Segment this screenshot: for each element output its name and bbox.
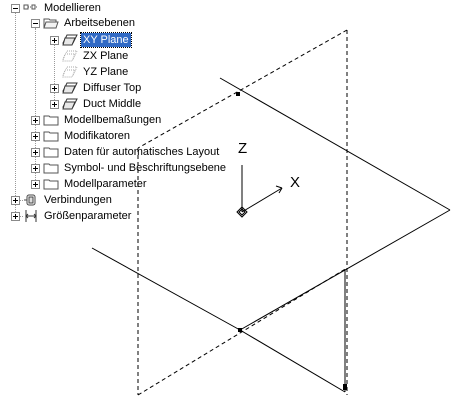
tree-node-xy-plane[interactable]: XY Plane xyxy=(50,32,132,48)
expand-toggle[interactable] xyxy=(50,99,59,109)
tree-node-label: Modifikatoren xyxy=(64,130,131,142)
folder-icon xyxy=(43,163,59,174)
plane-icon xyxy=(62,50,78,62)
size-parameters-icon xyxy=(25,210,37,222)
plane-icon xyxy=(62,82,78,94)
model-tree[interactable]: Modellieren Arbeitsebenen XY Plane ZX Pl… xyxy=(0,0,300,230)
tree-node-modellieren[interactable]: Modellieren xyxy=(11,0,103,16)
expand-toggle[interactable] xyxy=(31,131,40,141)
model-tree-icon xyxy=(23,4,38,10)
ucs-icon xyxy=(236,165,283,218)
expand-toggle[interactable] xyxy=(31,163,40,173)
tree-node-label: YZ Plane xyxy=(83,66,129,78)
expand-toggle[interactable] xyxy=(31,179,40,189)
tree-node-verbindungen[interactable]: Verbindungen xyxy=(11,192,114,208)
expand-toggle[interactable] xyxy=(11,195,20,205)
plane-markers xyxy=(236,92,347,390)
tree-node-symbolebene[interactable]: Symbol- und Beschriftungsebene xyxy=(31,160,228,176)
folder-icon xyxy=(43,115,59,126)
tree-node-label: Arbeitsebenen xyxy=(64,17,135,29)
expand-toggle[interactable] xyxy=(11,211,20,221)
tree-connector xyxy=(15,12,16,218)
tree-node-label: Diffuser Top xyxy=(83,82,142,94)
open-folder-icon xyxy=(43,18,59,29)
tree-node-layout-daten[interactable]: Daten für automatisches Layout xyxy=(31,144,221,160)
tree-node-label: ZX Plane xyxy=(83,50,129,62)
folder-icon xyxy=(43,179,59,190)
ucs-x-label: X xyxy=(290,174,301,191)
tree-connector xyxy=(35,28,36,186)
expand-toggle[interactable] xyxy=(50,83,59,93)
tree-node-groessenparameter[interactable]: Größenparameter xyxy=(11,208,133,224)
tree-node-label: Modellieren xyxy=(44,2,101,14)
tree-node-modellbemassungen[interactable]: Modellbemaßungen xyxy=(31,112,163,128)
tree-node-label: Duct Middle xyxy=(83,98,142,110)
tree-connector xyxy=(54,44,55,106)
tree-node-zx-plane[interactable]: ZX Plane xyxy=(62,48,130,64)
tree-node-arbeitsebenen[interactable]: Arbeitsebenen xyxy=(31,15,137,31)
tree-node-label: Größenparameter xyxy=(44,210,132,222)
tree-node-modifikatoren[interactable]: Modifikatoren xyxy=(31,128,132,144)
plane-icon xyxy=(62,34,78,46)
connections-icon xyxy=(24,194,36,206)
tree-node-label: Daten für automatisches Layout xyxy=(64,146,220,158)
expand-toggle[interactable] xyxy=(50,35,59,45)
tree-node-duct-middle[interactable]: Duct Middle xyxy=(50,96,143,112)
tree-node-label: XY Plane xyxy=(80,32,132,48)
tree-node-label: Symbol- und Beschriftungsebene xyxy=(64,162,227,174)
tree-node-modellparameter[interactable]: Modellparameter xyxy=(31,176,149,192)
tree-node-yz-plane[interactable]: YZ Plane xyxy=(62,64,130,80)
ucs-z-label: Z xyxy=(238,140,248,157)
tree-node-label: Modellparameter xyxy=(64,178,147,190)
collapse-toggle[interactable] xyxy=(11,3,20,13)
solid-work-plane xyxy=(91,77,451,393)
plane-icon xyxy=(62,66,78,78)
tree-node-label: Verbindungen xyxy=(44,194,112,206)
folder-icon xyxy=(43,131,59,142)
tree-node-label: Modellbemaßungen xyxy=(64,114,162,126)
expand-toggle[interactable] xyxy=(31,147,40,157)
expand-toggle[interactable] xyxy=(31,115,40,125)
plane-icon xyxy=(62,98,78,110)
tree-node-diffuser-top[interactable]: Diffuser Top xyxy=(50,80,143,96)
folder-icon xyxy=(43,147,59,158)
collapse-toggle[interactable] xyxy=(31,18,40,28)
